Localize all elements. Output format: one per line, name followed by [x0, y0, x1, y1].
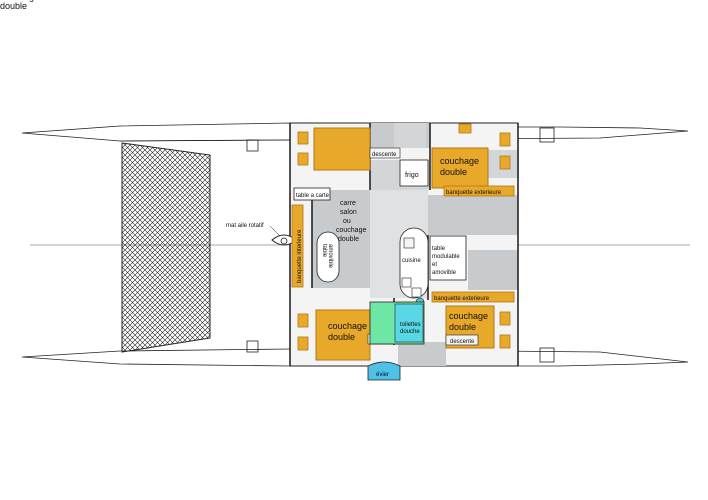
berth-top-right [431, 147, 489, 189]
label-evier: évier [376, 372, 389, 378]
evier [367, 361, 401, 381]
pillow [297, 152, 309, 166]
pillow [458, 123, 472, 134]
floor [468, 250, 518, 290]
shower-tray [394, 303, 424, 343]
banquette-exterieure-top [443, 185, 515, 197]
descente-top [369, 147, 401, 159]
pillow [499, 132, 511, 147]
galley-sink [401, 277, 412, 288]
pillow [297, 336, 309, 351]
floor [394, 123, 426, 148]
table-amovible [316, 231, 340, 283]
banquette-exterieure-bottom [431, 291, 515, 303]
label-table-modulable: table modulable et amovible [432, 246, 461, 276]
hatch-square [539, 347, 555, 363]
hatch-square [246, 139, 259, 152]
pillow [499, 155, 511, 170]
hatch-square [539, 127, 555, 143]
frigo [399, 159, 429, 187]
trampoline-net [121, 142, 211, 353]
label-cuisine: cuisine [402, 258, 421, 264]
floor [398, 342, 446, 366]
table-modulable [429, 235, 467, 281]
table-a-carte [293, 187, 331, 201]
label-banquette-interieure: banquette interieure [297, 229, 303, 283]
label-frigo: frigo [405, 172, 419, 179]
label-table-a-carte: table a carte [296, 193, 330, 199]
galley-sink [411, 287, 422, 298]
pillow [297, 313, 309, 328]
cuisine-stove [403, 237, 415, 249]
starboard-hull-outline [21, 348, 689, 367]
hatch-square [246, 340, 259, 353]
label-table-amovible: tableamovible [321, 244, 333, 269]
label-banquette-exterieure-top: banquette exterieure [446, 190, 502, 196]
label-descente-bottom-right: descente [450, 339, 475, 345]
pillow [297, 131, 309, 145]
banquette-interieure [291, 204, 304, 288]
label-carre-salon: carre salon ou couchage double [336, 200, 368, 243]
port-hull-inner-line [119, 139, 291, 142]
pillow [499, 334, 511, 349]
label-descente-top: descente [372, 152, 397, 158]
label-banquette-exterieure-bottom: banquette exterieure [434, 296, 490, 302]
descente-bottom-right [445, 334, 479, 346]
label-mat-aile-rotatif: mat aile rotatif [226, 223, 264, 229]
pillow [499, 311, 511, 326]
floor [428, 195, 518, 235]
mast-base [280, 237, 288, 245]
berth-top-left [313, 127, 371, 171]
